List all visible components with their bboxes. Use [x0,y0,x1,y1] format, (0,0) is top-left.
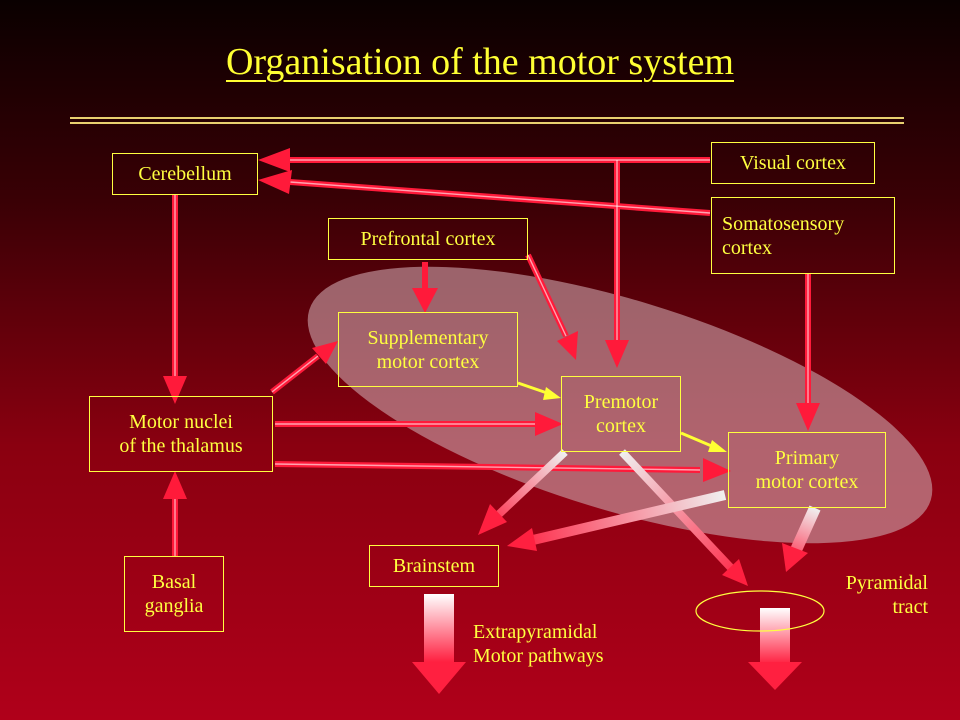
supplementary-motor-cortex-box: Supplementary motor cortex [338,312,518,387]
pyramidal-tract-ellipse [695,590,825,632]
cerebellum-box: Cerebellum [112,153,258,195]
pyramidal-line2: tract [892,596,928,618]
supplementary-line2: motor cortex [376,350,480,373]
prefrontal-cortex-label: Prefrontal cortex [360,228,496,250]
somatosensory-cortex-label: Somatosensory cortex [722,212,844,260]
brainstem-label: Brainstem [392,555,476,577]
somatosensory-line1: Somatosensory [722,212,845,235]
extrapyramidal-line1: Extrapyramidal [473,621,598,643]
premotor-cortex-label: Premotor cortex [584,390,658,438]
descending-gradient-arrows [478,449,821,586]
pyramidal-line1: Pyramidal [845,572,928,594]
somatosensory-line2: cortex [722,236,772,259]
red-arrow-heads [163,148,820,499]
premotor-line2: cortex [596,415,646,437]
title-rule-bottom [70,122,904,124]
motor-cortex-ellipse [307,266,933,544]
supplementary-motor-cortex-label: Supplementary motor cortex [367,326,488,374]
visual-cortex-box: Visual cortex [711,142,875,184]
basal-line1: Basal [151,571,197,593]
supplementary-line1: Supplementary [367,326,489,349]
basal-ganglia-label: Basal ganglia [145,570,204,618]
extrapyramidal-pathways-label: Extrapyramidal Motor pathways [473,620,604,668]
somatosensory-cortex-box: Somatosensory cortex [711,197,895,274]
visual-cortex-label: Visual cortex [740,152,846,174]
pyramidal-tract-label: Pyramidal tract [815,571,928,619]
basal-line2: ganglia [144,595,204,617]
extrapyramidal-line2: Motor pathways [473,645,604,667]
block-arrows [412,594,802,694]
arrow-highlights [174,159,809,556]
motor-nuclei-thalamus-box: Motor nuclei of the thalamus [89,396,273,472]
primary-motor-cortex-box: Primary motor cortex [728,432,886,508]
title-rule-top [70,117,904,119]
prefrontal-cortex-box: Prefrontal cortex [328,218,528,260]
motor-nuclei-line1: Motor nuclei [129,411,233,433]
primary-line2: motor cortex [755,471,859,493]
cerebellum-label: Cerebellum [138,163,232,185]
primary-motor-cortex-label: Primary motor cortex [756,446,859,494]
yellow-arrow-heads [543,387,727,452]
premotor-cortex-box: Premotor cortex [561,376,681,452]
slide-title: Organisation of the motor system [225,41,734,83]
motor-nuclei-line2: of the thalamus [119,435,243,457]
premotor-line1: Premotor [583,391,659,413]
motor-nuclei-thalamus-label: Motor nuclei of the thalamus [119,410,242,458]
yellow-arrows [517,381,715,449]
primary-line1: Primary [774,447,840,469]
basal-ganglia-box: Basal ganglia [124,556,224,632]
brainstem-box: Brainstem [369,545,499,587]
